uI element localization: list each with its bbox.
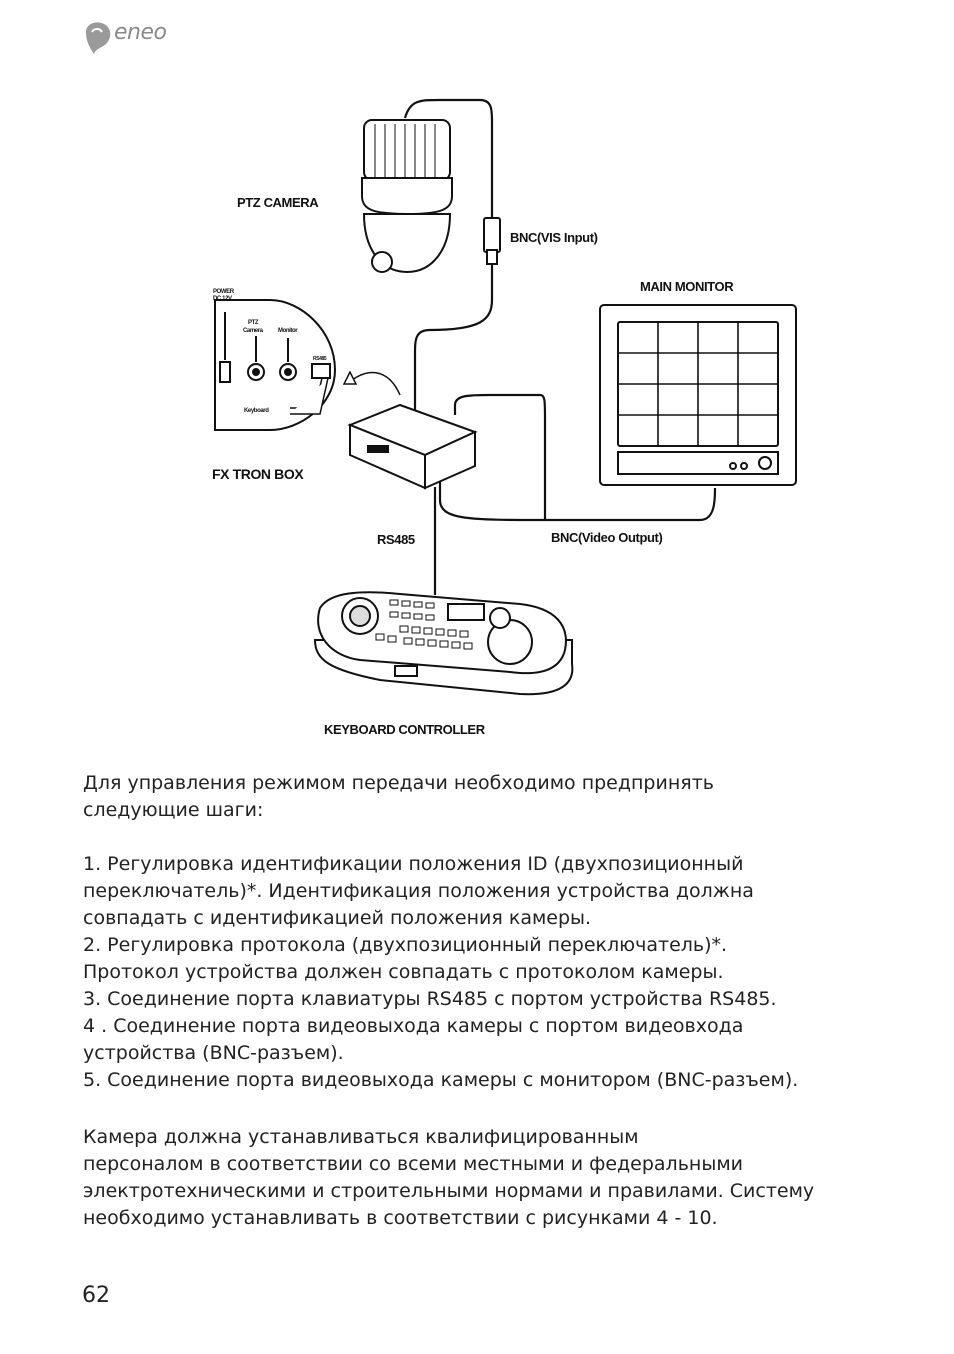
label-panel-keyboard: Keyboard [244,408,269,414]
label-main-monitor: MAIN MONITOR [640,279,734,294]
label-bnc-video-output: BNC(Video Output) [551,530,663,545]
keyboard-controller-icon [313,591,574,696]
connection-diagram [214,98,797,696]
intro-line-1: Для управления режимом передачи необходи… [83,772,714,794]
step-4-line-1: 4 . Соединение порта видеовыхода камеры … [83,1015,744,1037]
label-panel-ptz: PTZ [248,320,259,326]
panel-detail-icon [214,299,337,431]
step-1-line-1: 1. Регулировка идентификации положения I… [83,853,744,875]
step-5-line-1: 5. Соединение порта видеовыхода камеры с… [83,1069,799,1091]
fx-tron-box-icon [347,403,478,490]
label-panel-monitor: Monitor [278,328,298,334]
step-4-line-2: устройства (BNC-разъем). [83,1042,344,1064]
note-line-4: необходимо устанавливать в соответствии … [83,1207,718,1229]
step-3-line-1: 3. Соединение порта клавиатуры RS485 с п… [83,988,777,1010]
intro-line-2: следующие шаги: [83,799,264,821]
logo-text: eneo [114,20,167,45]
label-panel-rs485: RS485 [313,356,327,362]
step-1-line-3: совпадать с идентификацией положения кам… [83,907,592,929]
label-panel-camera: Camera [243,328,263,334]
page-number: 62 [82,1283,110,1308]
note-line-1: Камера должна устанавливаться квалифицир… [83,1126,639,1148]
main-monitor-icon [599,304,797,486]
label-bnc-vis-input: BNC(VIS Input) [510,230,598,245]
ptz-camera-icon [361,119,453,274]
eneo-logo-icon [86,22,111,54]
step-2-line-2: Протокол устройства должен совпадать с п… [83,961,724,983]
label-power-dc: DC 12V [213,296,232,302]
note-line-3: электротехническими и строительными норм… [83,1180,815,1202]
label-ptz-camera: PTZ CAMERA [237,195,319,210]
note-line-2: персоналом в соответствии со всеми местн… [83,1153,743,1175]
step-2-line-1: 2. Регулировка протокола (двухпозиционны… [83,934,728,956]
label-fx-tron-box: FX TRON BOX [212,466,304,482]
label-power: POWER [213,289,234,295]
label-rs485: RS485 [377,532,415,547]
bnc-connector-icon [483,217,501,265]
step-1-line-2: переключатель)*. Идентификация положения… [83,880,754,902]
label-keyboard-controller: KEYBOARD CONTROLLER [324,722,485,737]
arrow-icon [351,371,401,396]
